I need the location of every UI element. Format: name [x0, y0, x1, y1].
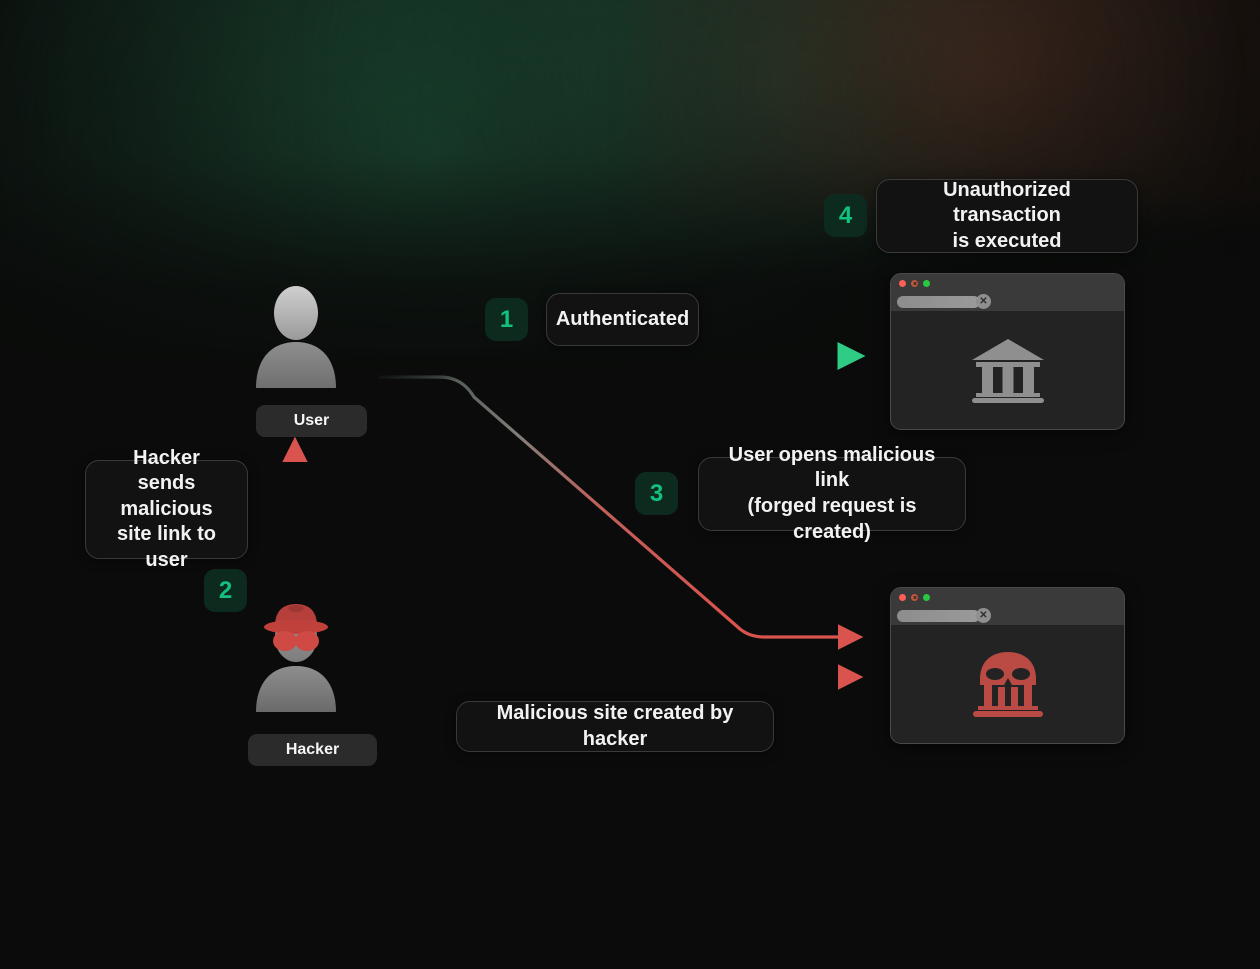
- malicious-site-content: [891, 625, 1124, 743]
- minimize-dot-icon[interactable]: [911, 593, 918, 601]
- skull-bank-icon: [972, 652, 1043, 717]
- browser-url-bar[interactable]: ✕: [891, 606, 1124, 625]
- maximize-dot-icon[interactable]: [923, 593, 930, 601]
- hacker-avatar: [250, 600, 342, 717]
- url-input[interactable]: ✕: [897, 293, 991, 309]
- browser-titlebar: [891, 274, 1124, 292]
- callout-malicious-site-created: Malicious site created by hacker: [456, 701, 774, 752]
- minimize-dot-icon[interactable]: [911, 279, 918, 287]
- close-tab-icon[interactable]: ✕: [976, 607, 991, 623]
- step-badge-4: 4: [824, 194, 867, 237]
- arrow-user-to-malicious-site: [378, 375, 864, 650]
- user-label: User: [256, 405, 367, 437]
- close-dot-icon[interactable]: [899, 279, 906, 287]
- callout-authenticated: Authenticated: [546, 293, 699, 346]
- step-badge-3: 3: [635, 472, 678, 515]
- browser-titlebar: [891, 588, 1124, 606]
- url-input[interactable]: ✕: [897, 607, 991, 623]
- malicious-browser-window[interactable]: ✕: [890, 587, 1125, 744]
- step-badge-2: 2: [204, 569, 247, 612]
- bank-browser-window[interactable]: ✕: [890, 273, 1125, 430]
- user-avatar: [250, 280, 342, 393]
- callout-hacker-sends-link: Hacker sends malicious site link to user: [85, 447, 248, 571]
- browser-url-bar[interactable]: ✕: [891, 292, 1124, 311]
- step-badge-1: 1: [485, 298, 528, 341]
- user-avatar-icon: [256, 286, 336, 388]
- hacker-label: Hacker: [248, 734, 377, 766]
- close-dot-icon[interactable]: [899, 593, 906, 601]
- hacker-avatar-icon: [256, 604, 336, 712]
- close-tab-icon[interactable]: ✕: [976, 293, 991, 309]
- callout-user-opens-malicious-link: User opens malicious link (forged reques…: [698, 444, 966, 543]
- callout-unauthorized-transaction: Unauthorized transaction is executed: [876, 179, 1138, 253]
- maximize-dot-icon[interactable]: [923, 279, 930, 287]
- bank-building-icon: [971, 339, 1044, 403]
- bank-site-content: [891, 311, 1124, 429]
